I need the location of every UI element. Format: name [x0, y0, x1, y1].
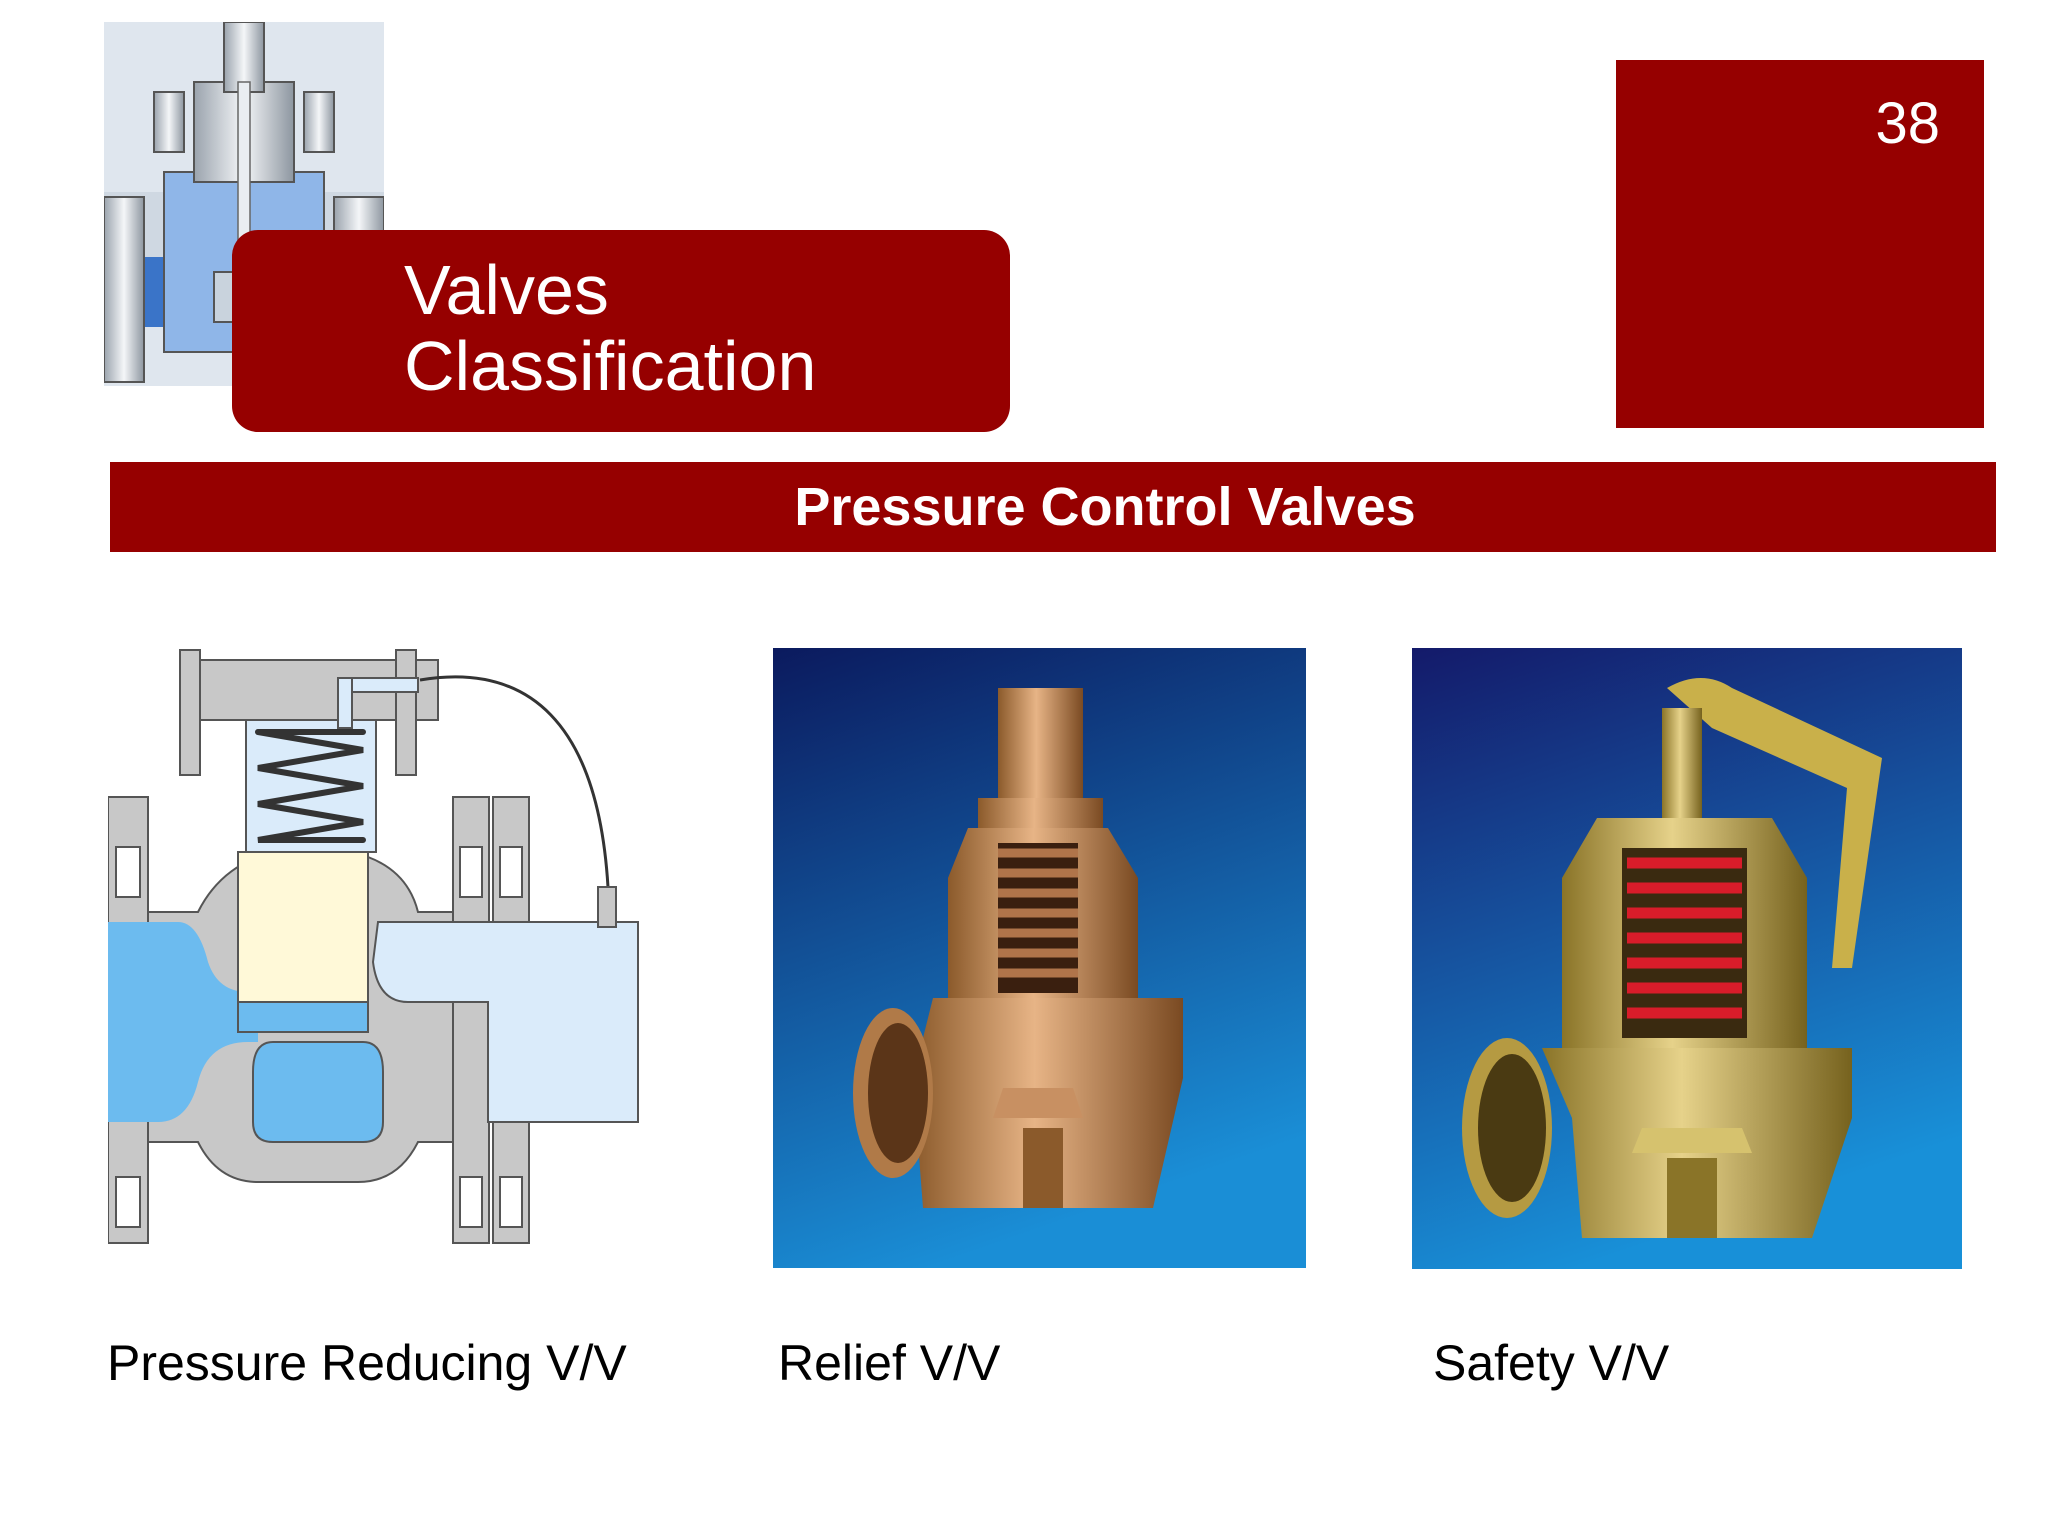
figure-caption-pressure-reducing: Pressure Reducing V/V — [107, 1335, 627, 1391]
figure-caption-safety: Safety V/V — [1433, 1335, 1670, 1391]
pressure-reducing-valve-diagram — [107, 642, 648, 1254]
page-number: 38 — [1875, 91, 1940, 156]
relief-valve-photo — [773, 648, 1306, 1268]
safety-valve-photo — [1412, 648, 1962, 1269]
slide-title: Valves Classification — [404, 252, 964, 404]
section-header-bar: Pressure Control Valves — [110, 462, 1996, 552]
page-number-box: 38 — [1616, 60, 1984, 428]
slide-title-line2: Classification — [404, 327, 817, 405]
slide-title-line1: Valves — [404, 251, 609, 329]
title-banner — [232, 230, 1010, 432]
figure-caption-relief: Relief V/V — [778, 1335, 1001, 1391]
section-title: Pressure Control Valves — [794, 477, 1416, 537]
